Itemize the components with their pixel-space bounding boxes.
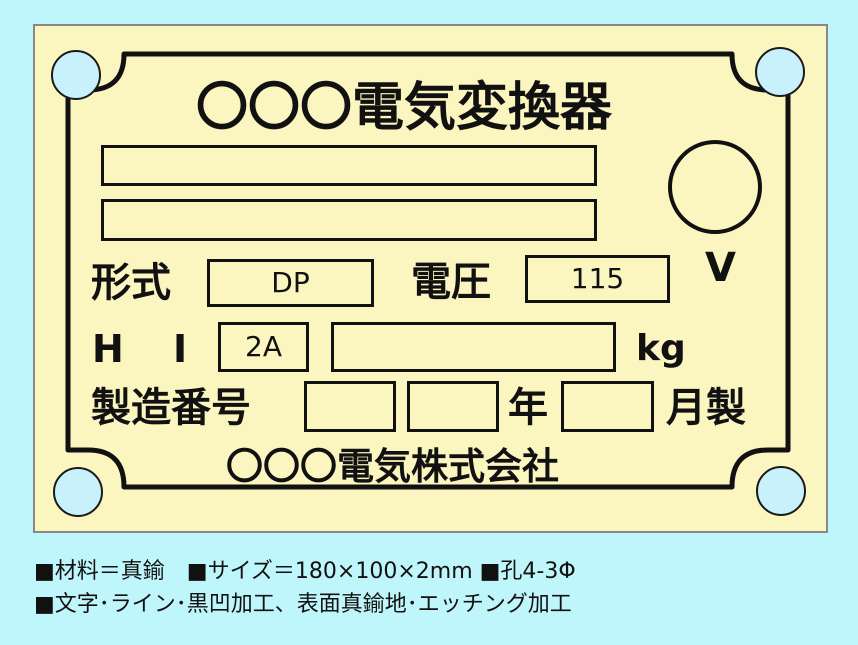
spec-line-2: ■文字･ライン･黒凹加工、表面真鍮地･エッチング加工: [34, 592, 572, 617]
corner-hole-top-left: [51, 50, 101, 100]
year-label: 年: [508, 385, 548, 431]
serial-box-1: [304, 381, 396, 432]
nameplate: [33, 24, 828, 533]
model-label: 形式: [91, 260, 171, 306]
hi-value: 2A: [245, 330, 282, 363]
voltage-label: 電圧: [411, 259, 491, 305]
voltage-value-box: 115: [525, 255, 670, 303]
weight-value-box: [331, 322, 616, 372]
voltage-unit: V: [705, 245, 736, 291]
corner-hole-bottom-right: [756, 466, 806, 516]
month-label: 月製: [666, 385, 746, 431]
hi-label: H I: [92, 327, 206, 371]
indicator-circle: [668, 140, 762, 234]
model-value: DP: [271, 266, 310, 299]
serial-label: 製造番号: [91, 385, 251, 431]
maker-name: 〇〇〇電気株式会社: [226, 445, 559, 488]
serial-box-3: [561, 381, 654, 432]
plate-title: 〇〇〇電気変換器: [196, 78, 613, 138]
blank-field-1: [101, 145, 597, 186]
hi-value-box: 2A: [218, 322, 309, 372]
spec-line-1: ■材料＝真鍮 ■サイズ＝180×100×2mm ■孔4-3Φ: [34, 559, 576, 584]
corner-hole-top-right: [755, 47, 805, 97]
voltage-value: 115: [570, 262, 625, 295]
serial-box-2: [407, 381, 499, 432]
weight-unit: kg: [636, 328, 686, 369]
blank-field-2: [101, 199, 597, 241]
corner-hole-bottom-left: [53, 467, 103, 517]
model-value-box: DP: [207, 259, 374, 307]
